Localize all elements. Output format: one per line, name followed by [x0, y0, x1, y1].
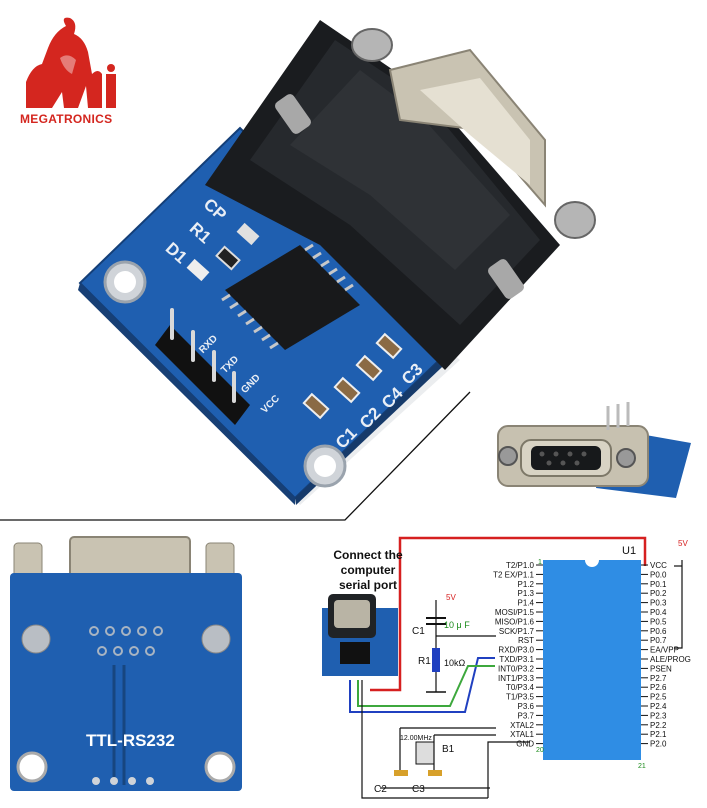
r1-label: R1 [418, 656, 431, 667]
pin-label-left: T2/P1.0 [506, 561, 535, 570]
pin-label-left: RXD/P3.0 [498, 646, 534, 655]
pin-label-left: P1.2 [518, 580, 535, 589]
rs232-module-photo: CP R1 D1 C3 C4 C2 C1 RXD TXD GND VCC [78, 20, 596, 505]
pin-label-right: EA/VPP [650, 646, 679, 655]
pin-label-left: T1/P3.5 [506, 693, 535, 702]
c3-label: C3 [412, 784, 425, 795]
megatronics-logo [26, 17, 116, 108]
pin-label-right: P0.6 [650, 627, 667, 636]
pin-label-right: P2.7 [650, 674, 667, 683]
wiring-schematic: T2/P1.0T2 EX/P1.1P1.2P1.3P1.4MOSI/P1.5MI… [322, 536, 691, 799]
pin-label-right: P0.3 [650, 599, 667, 608]
pin-label-left: T0/P3.4 [506, 683, 535, 692]
pin-label-right: P0.0 [650, 570, 667, 579]
pin-label-right: P0.7 [650, 636, 667, 645]
rc-supply-label: 5V [446, 593, 456, 602]
pin-label-left: MOSI/P1.5 [495, 608, 535, 617]
module-back-photo [10, 536, 242, 791]
connector-side-photo [497, 402, 691, 498]
pin-label-right: P2.4 [650, 702, 667, 711]
ic-label: U1 [622, 545, 636, 557]
pin-label-left: TXD/P3.1 [499, 655, 534, 664]
back-label: TTL-RS232 [86, 731, 175, 750]
pin-label-right: P0.2 [650, 589, 667, 598]
pin-label-left: INT1/P3.3 [498, 674, 535, 683]
pin-label-right: PSEN [650, 664, 672, 673]
pin-label-right: P2.5 [650, 693, 667, 702]
pin-label-right: P0.1 [650, 580, 667, 589]
pin-label-right: P2.6 [650, 683, 667, 692]
pin-number-20: 20 [536, 747, 544, 754]
pin-label-right: VCC [650, 561, 667, 570]
pin-label-right: P0.4 [650, 608, 667, 617]
schematic-caption: Connect the computer serial port [333, 548, 403, 592]
pin-label-right: ALE/PROG [650, 655, 691, 664]
brand-name: MEGATRONICS [20, 112, 113, 126]
pin-label-right: P2.0 [650, 740, 667, 749]
c2-label: C2 [374, 784, 387, 795]
pin-number-1: 1 [538, 559, 542, 566]
pin-label-right: P2.1 [650, 730, 667, 739]
crystal-label: B1 [442, 744, 455, 755]
pin-label-left: INT0/P3.2 [498, 664, 535, 673]
crystal-value: 12.00MHz [400, 735, 432, 742]
r1-value: 10kΩ [444, 658, 466, 668]
pin-label-left: P1.4 [518, 599, 535, 608]
pin-label-right: P2.2 [650, 721, 667, 730]
pin-label-left: P3.6 [518, 702, 535, 711]
vcc-supply-label: 5V [678, 539, 688, 548]
pin-label-left: XTAL2 [510, 721, 534, 730]
pin-number-21: 21 [638, 763, 646, 770]
pin-label-left: MISO/P1.6 [495, 617, 535, 626]
pin-label-right: P0.5 [650, 617, 667, 626]
pin-label-left: P3.7 [518, 711, 535, 720]
pin-label-left: SCK/P1.7 [499, 627, 535, 636]
c1-label: C1 [412, 626, 425, 637]
pin-label-left: P1.3 [518, 589, 535, 598]
c1-value: 10 μ F [444, 620, 470, 630]
pin-label-left: RST [518, 636, 534, 645]
pin-label-left: T2 EX/P1.1 [493, 570, 534, 579]
pin-label-right: P2.3 [650, 711, 667, 720]
pin-label-left: XTAL1 [510, 730, 534, 739]
pin-label-left: GND [516, 740, 534, 749]
